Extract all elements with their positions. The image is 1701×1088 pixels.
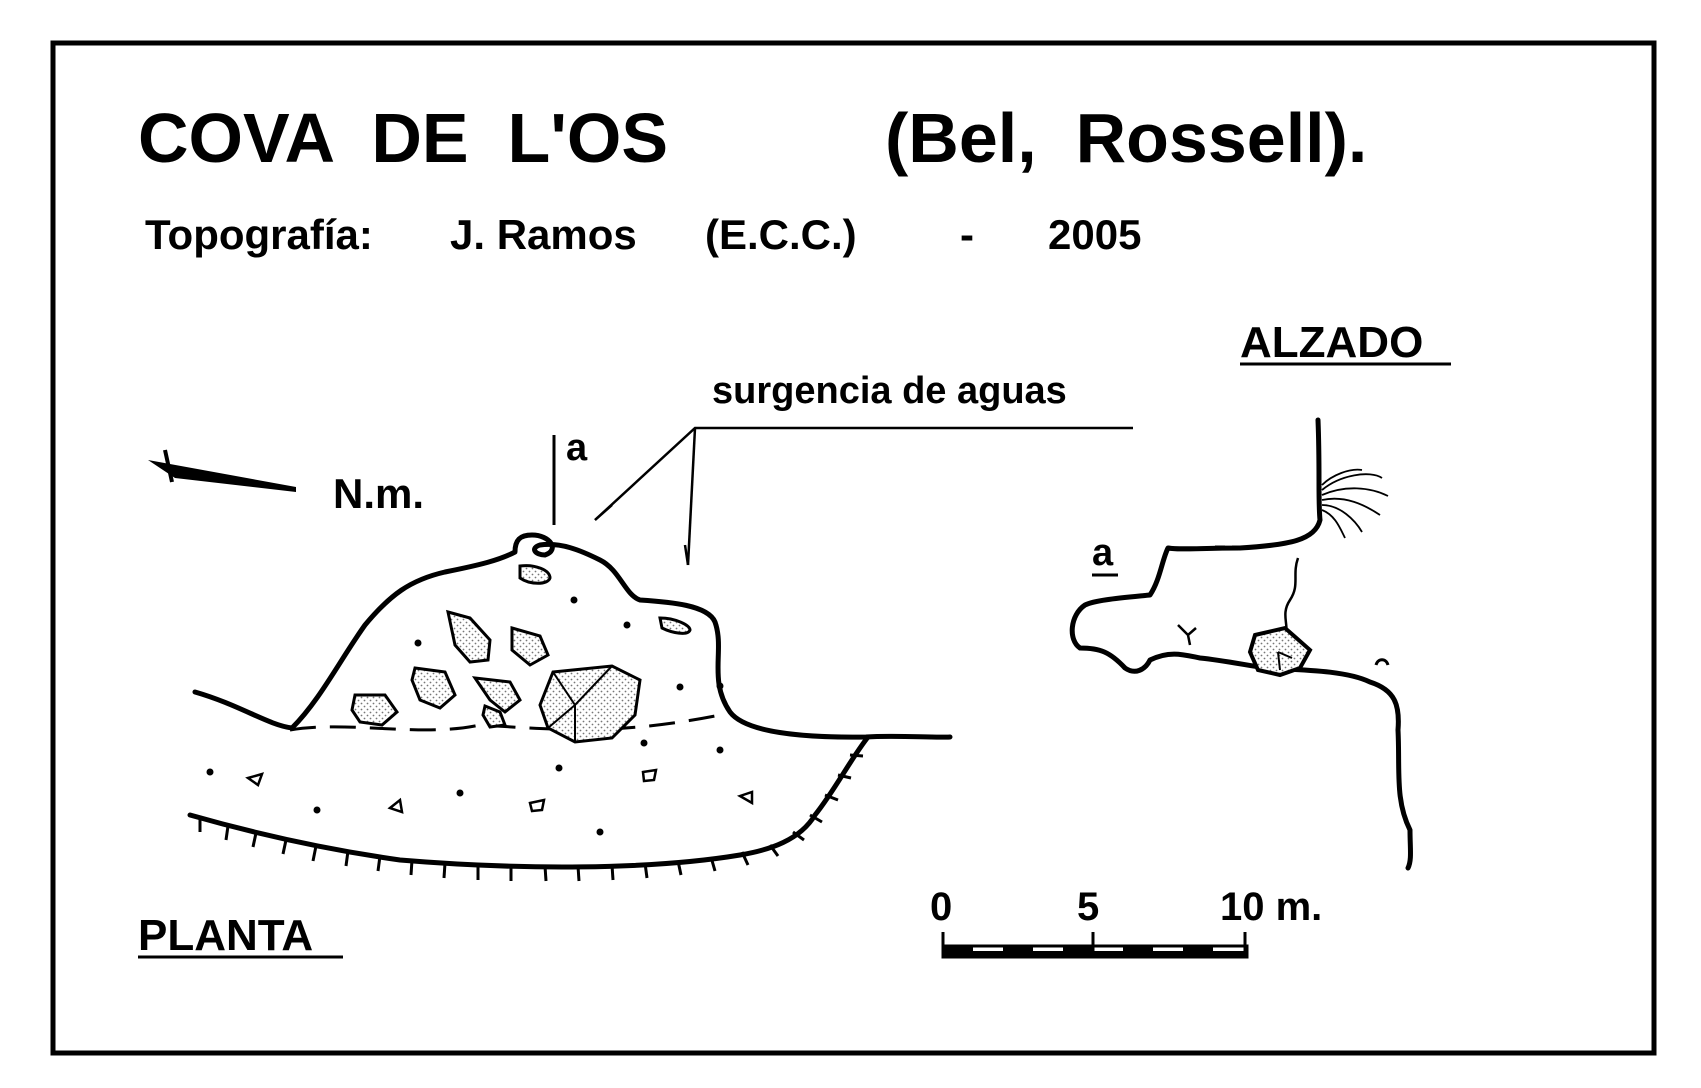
survey-group: (E.C.C.) [705, 211, 857, 258]
scale-tick-0: 0 [930, 885, 952, 929]
section-mark-alzado: a [1092, 532, 1114, 574]
section-mark-planta: a [566, 427, 588, 469]
planta-label: PLANTA [138, 911, 313, 960]
cave-wall-outline [192, 532, 953, 740]
cave-floor [190, 540, 868, 867]
survey-label: Topografía: [145, 211, 373, 258]
water-spring-annotation: surgencia de aguas [712, 370, 1067, 412]
alzado-label: ALZADO [1240, 318, 1423, 367]
cave-location: (Bel, Rossell). [885, 99, 1367, 177]
annotation-leader-lines [594, 426, 1133, 566]
boulder-large [538, 664, 642, 744]
scale-tick-10: 10 m. [1220, 885, 1322, 929]
plan-view [187, 532, 953, 882]
fissure [1283, 557, 1300, 639]
survey-author: J. Ramos [450, 211, 637, 258]
credits-separator: - [960, 211, 974, 258]
scale-tick-5: 5 [1077, 885, 1099, 929]
slope-hatching [198, 753, 864, 882]
section-boulder [1247, 625, 1313, 678]
section-view: a [1069, 417, 1413, 871]
sheet-border [50, 40, 1657, 1056]
section-outline-upper [1069, 417, 1413, 871]
cave-name-title: COVA DE L'OS [138, 99, 668, 177]
drip-line [289, 713, 721, 732]
vegetation-icon [1321, 468, 1389, 539]
scale-bar: 0 5 10 m. [930, 885, 1322, 959]
floor-stones [245, 768, 754, 814]
floor-pebbles [206, 596, 724, 836]
survey-year: 2005 [1048, 211, 1141, 258]
north-arrow-icon [148, 449, 296, 492]
north-label: N.m. [333, 470, 424, 517]
boulders [350, 564, 692, 744]
